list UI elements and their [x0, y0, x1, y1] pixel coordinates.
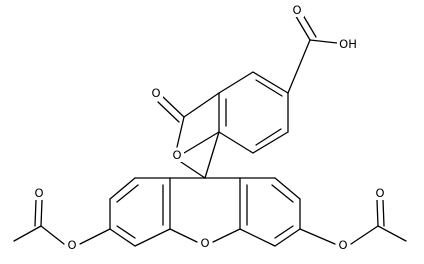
left-carbonyl-oxygen-label: O — [34, 186, 43, 200]
benzoic-ring — [218, 71, 289, 154]
atom-labels: O OH O O O O O O O — [32, 3, 387, 252]
lactone-ring-oxygen-label: O — [172, 148, 181, 162]
right-acetoxy-group — [299, 199, 407, 245]
xanthene-bridge-oxygen-label: O — [200, 236, 209, 250]
acid-hydroxyl-label: OH — [339, 37, 357, 51]
lactone-carbonyl-oxygen-label: O — [151, 86, 160, 100]
left-ester-oxygen-label: O — [67, 238, 76, 252]
xanthene-bridge — [169, 228, 241, 243]
right-carbonyl-oxygen-label: O — [375, 186, 384, 200]
xanthene-left-ring — [109, 177, 206, 247]
lactone-ring — [157, 92, 220, 179]
right-ester-oxygen-label: O — [338, 238, 347, 252]
carboxylic-acid-group — [287, 9, 338, 94]
left-acetoxy-group — [13, 199, 111, 245]
xanthene-right-ring — [204, 177, 301, 247]
acid-carbonyl-oxygen-label: O — [292, 3, 301, 17]
